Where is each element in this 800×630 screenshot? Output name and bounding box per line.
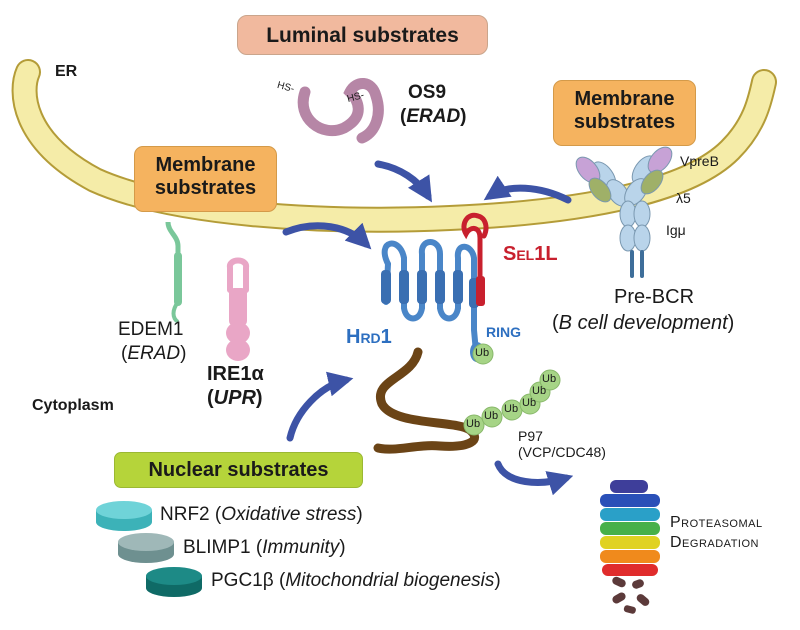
ire1-protein (226, 257, 250, 361)
ub-label: Ub (532, 385, 547, 397)
ire1-label: IRE1α (207, 363, 264, 385)
vpreb-label: VpreB (680, 153, 719, 169)
os9-label: OS9 (408, 82, 447, 103)
flow-arrows (282, 160, 574, 496)
ring-label: RING (486, 324, 521, 340)
lambda5-label: λ5 (676, 190, 691, 206)
edem1-label: EDEM1 (118, 319, 184, 340)
ub-label: Ub (542, 373, 557, 385)
ub-label: Ub (522, 397, 537, 409)
arrow-degradation (494, 460, 574, 496)
prebcr-role-label: (B cell development) (552, 312, 735, 334)
blimp1-label: BLIMP1 (Immunity) (183, 537, 346, 558)
membrane-substrates-box-right: Membrane substrates (553, 80, 696, 146)
nrf2-label: NRF2 (Oxidative stress) (160, 504, 363, 525)
p97-label: P97 (518, 428, 543, 444)
edem1-protein (165, 221, 182, 324)
os9-role-label: (ERAD) (400, 106, 467, 127)
substrate-chain (373, 347, 479, 454)
ub-label: Ub (466, 418, 481, 430)
proteasomal-label: Proteasomal (670, 514, 763, 531)
os9-protein (297, 78, 384, 144)
prebcr-label: Pre-BCR (614, 286, 695, 308)
hrd1-label: Hrd1 (346, 326, 392, 348)
blimp1-disc (118, 533, 174, 563)
ub-balls (463, 343, 561, 436)
nuclear-substrates-box: Nuclear substrates (114, 452, 363, 488)
proteasome-icon (600, 480, 660, 614)
membrane-substrates-box-left: Membrane substrates (134, 146, 277, 212)
ire1-role-label: (UPR) (207, 387, 263, 409)
arrow-membrane-right (483, 175, 572, 204)
arrow-membrane-left (282, 222, 372, 250)
sel1l-protein (461, 212, 489, 303)
prebcr-complex (575, 146, 673, 278)
ub-label: Ub (484, 410, 499, 422)
ub-label: Ub (504, 403, 519, 415)
sel1l-label: Sel1L (503, 243, 558, 265)
pgc1b-label: PGC1β (Mitochondrial biogenesis) (211, 570, 501, 591)
ub-label: Ub (475, 347, 490, 359)
hrd1-tm-segments (381, 270, 479, 308)
igmu-label: Igμ (666, 222, 686, 238)
edem1-role-label: (ERAD) (121, 343, 187, 364)
arrow-luminal (374, 160, 433, 203)
pgc1b-disc (146, 567, 202, 597)
vcp-cdc48-label: (VCP/CDC48) (518, 444, 606, 460)
arrow-nuclear (286, 371, 354, 442)
luminal-substrates-box: Luminal substrates (237, 15, 488, 55)
nrf2-disc (96, 501, 152, 531)
er-label: ER (55, 63, 78, 80)
degradation-label: Degradation (670, 534, 759, 551)
cytoplasm-label: Cytoplasm (32, 397, 114, 414)
